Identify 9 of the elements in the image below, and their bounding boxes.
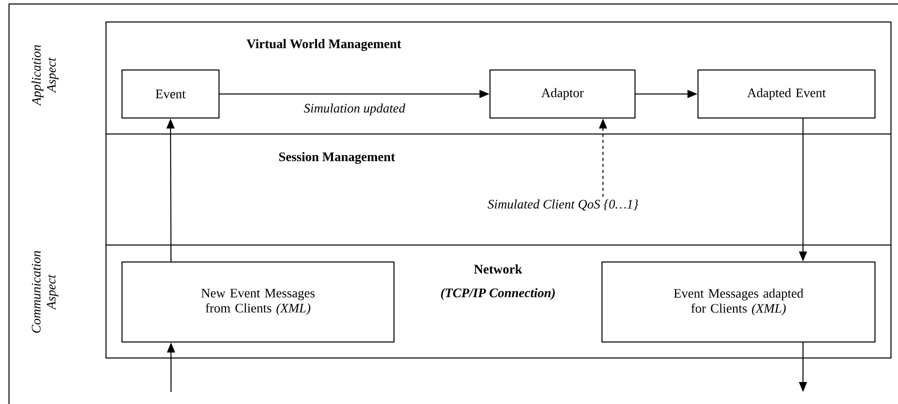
process-box: Adapted Event <box>698 70 876 118</box>
process-box: Adaptor <box>490 70 636 118</box>
side-label: Application Aspect <box>32 45 58 106</box>
edge-label: Simulation updated <box>304 104 406 116</box>
process-box: Event <box>122 70 220 118</box>
process-box: Event Messages adapted for Clients (XML) <box>602 262 876 342</box>
side-label: Communication Aspect <box>32 251 58 333</box>
process-box: New Event Messages from Clients (XML) <box>122 262 394 342</box>
input-label: Simulated Client QoS {0…1} <box>488 199 638 211</box>
